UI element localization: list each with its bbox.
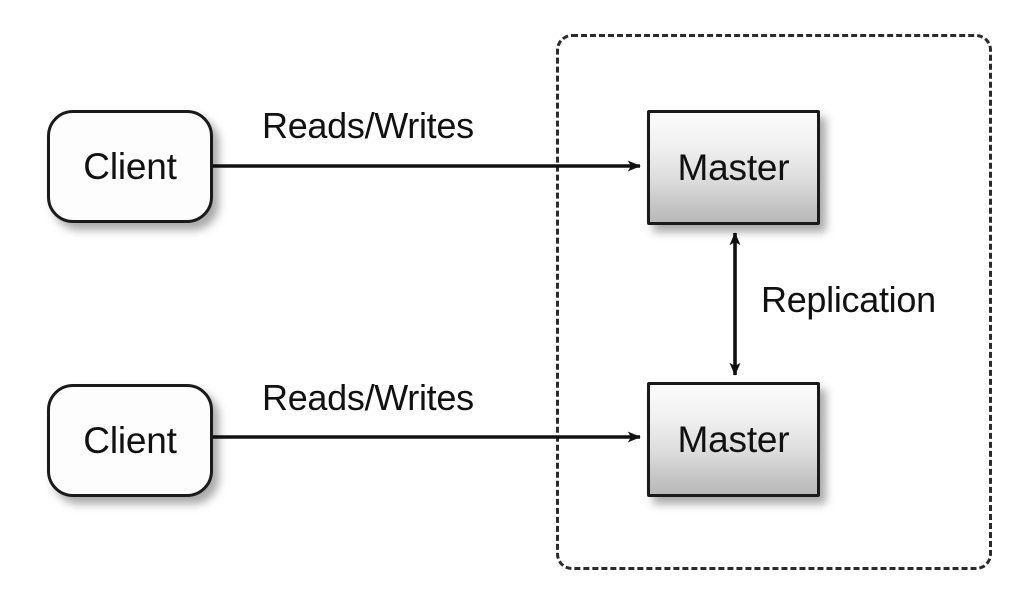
node-client-bottom-label: Client bbox=[83, 420, 177, 461]
edge-label-replication: Replication bbox=[761, 279, 936, 320]
edge-label-reads-writes-bottom: Reads/Writes bbox=[262, 377, 474, 418]
node-master-top-label: Master bbox=[677, 147, 790, 188]
node-master-bottom[interactable]: Master bbox=[647, 382, 820, 497]
node-master-bottom-label: Master bbox=[677, 419, 790, 460]
edge-label-reads-writes-top: Reads/Writes bbox=[262, 105, 474, 146]
node-client-top-label: Client bbox=[83, 146, 177, 187]
node-master-top[interactable]: Master bbox=[647, 110, 820, 225]
cluster-boundary bbox=[556, 34, 992, 570]
node-client-top[interactable]: Client bbox=[47, 110, 213, 223]
node-client-bottom[interactable]: Client bbox=[47, 384, 213, 497]
